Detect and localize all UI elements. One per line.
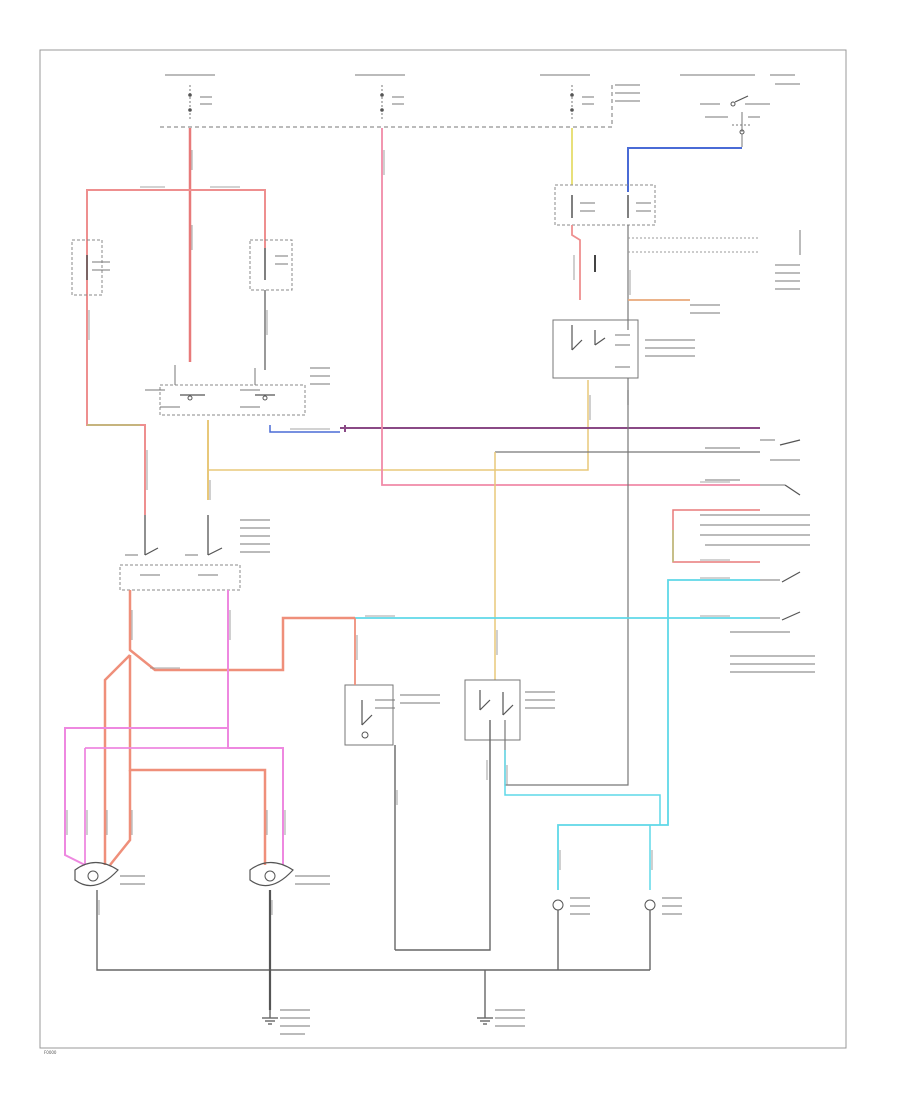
- blue-wire-switch: [269, 425, 340, 433]
- salmon-wire-to-left: [103, 654, 131, 865]
- headlamp-relay-center: [344, 618, 396, 950]
- yellow-wire-to-right: [208, 380, 589, 471]
- salmon-wire-lo-beam: [128, 590, 355, 672]
- right-switches: [705, 439, 801, 496]
- ground-symbol-right: [477, 1009, 525, 1027]
- fuse-block-right: [554, 184, 656, 226]
- park-lamp-switch: [464, 679, 555, 741]
- headlamp-relay-labels: [400, 694, 440, 704]
- red-wire-lo-beam-loop: [190, 189, 266, 248]
- right-headlamp: [249, 861, 330, 887]
- left-headlamp: [74, 861, 145, 887]
- blue-wire-ignition: [627, 147, 742, 192]
- right-circuit-breaker: [249, 239, 293, 370]
- left-circuit-breaker: [71, 239, 110, 296]
- relay-labels: [645, 304, 720, 357]
- right-lower-switches: [730, 571, 815, 673]
- headlight-switch: [145, 365, 330, 416]
- dimmer-switch: [119, 515, 270, 591]
- dimmer-outputs: [628, 230, 801, 290]
- cyan-wire-park: [504, 750, 661, 825]
- fuse-box-bus: [160, 85, 613, 128]
- fuse-1: [165, 74, 215, 120]
- pink-wire-fuse2: [381, 128, 760, 486]
- fuse-3: [540, 74, 640, 120]
- right-connector-labels: [700, 514, 810, 546]
- red-loop-right: [672, 509, 760, 563]
- ground-center: [395, 720, 491, 951]
- diagram-frame: [39, 49, 847, 1049]
- salmon-wire-left-lamp: [109, 770, 132, 866]
- relay-box: [552, 319, 639, 379]
- ignition-switch: [680, 74, 800, 147]
- left-marker-lamp: [552, 897, 590, 970]
- red-wire-hi-beam-loop: [86, 189, 190, 515]
- magenta-wire-right-lamp: [227, 728, 284, 865]
- red-wire-relay-in: [571, 225, 581, 300]
- right-marker-lamp: [644, 897, 682, 970]
- corner-label: F0000: [44, 1050, 57, 1055]
- wire-label-marks: [66, 150, 730, 915]
- ground-symbol-left: [262, 1009, 310, 1035]
- cyan-wire-right-loop: [557, 579, 760, 890]
- salmon-wire-loop: [128, 655, 267, 865]
- fuse-2: [355, 74, 405, 120]
- ground-bus: [96, 890, 650, 971]
- magenta-wire-hi-beam: [64, 590, 229, 866]
- grey-wire-relay-down: [504, 390, 629, 786]
